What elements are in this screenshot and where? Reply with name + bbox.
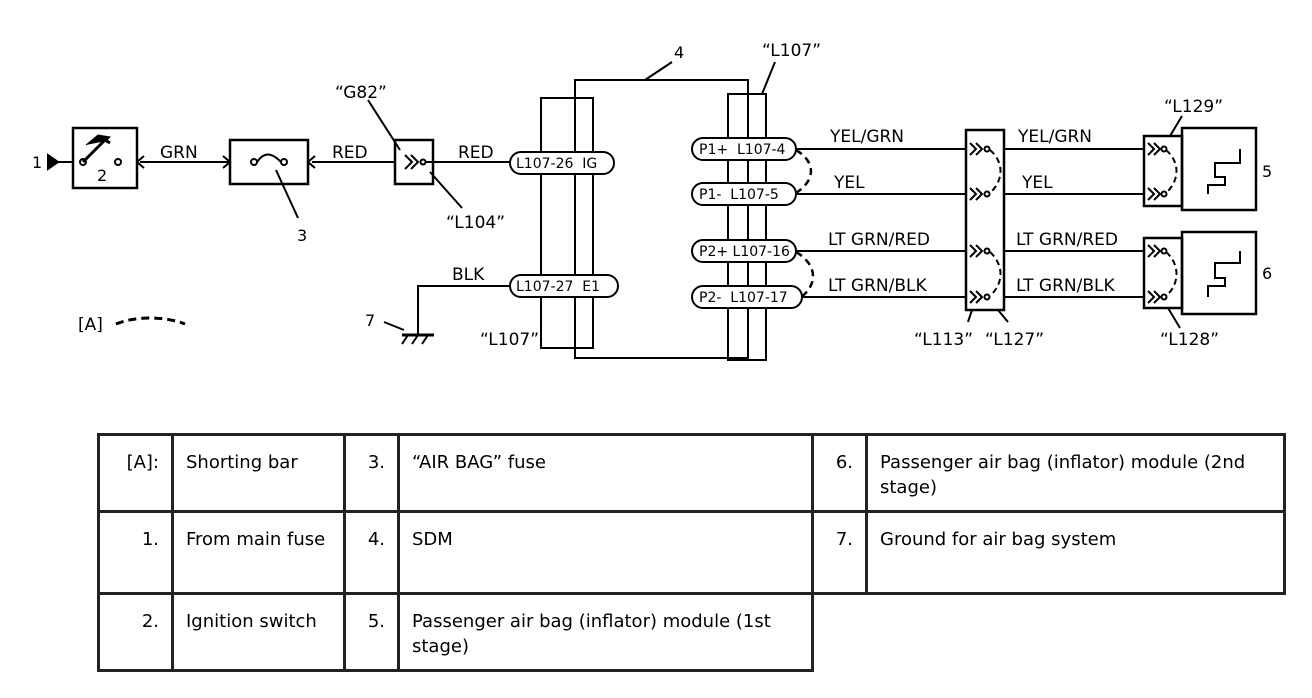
label-l128: “L128” [1160,330,1219,350]
label-l113: “L113” [914,330,973,350]
wire-yelgrn-2: YEL/GRN [1017,127,1092,147]
pin-p1plus-label: P1+ L107-4 [699,142,786,158]
legend-text: Shorting bar [171,433,346,513]
legend-text: Passenger air bag (inflator) module (1st… [397,592,814,672]
shorting-bar-key: [A] [78,315,103,335]
legend-key: 2. [97,592,174,672]
marker-6: 6 [1262,264,1272,283]
pin-p1minus-label: P1- L107-5 [699,187,779,203]
legend-key: 1. [97,510,174,595]
sdm-outline [574,79,749,359]
wire-red-2: RED [458,143,494,163]
wire-yel-1: YEL [833,173,865,193]
label-l107-bottom: “L107” [480,330,539,350]
wire-ltgrnblk-1: LT GRN/BLK [828,276,927,296]
module-2nd-stage [1180,230,1258,316]
marker-4: 4 [674,43,684,62]
marker-3: 3 [297,226,307,245]
legend-text: “AIR BAG” fuse [397,433,814,513]
wire-blk: BLK [452,265,485,285]
connector-l113-l127 [964,128,1006,312]
legend-key: 5. [343,592,400,672]
marker-7: 7 [365,311,375,330]
module-1st-stage [1180,126,1258,212]
pin-p2minus-label: P2- L107-17 [699,290,788,306]
legend-text: SDM [397,510,814,595]
label-g82: “G82” [335,83,387,103]
wire-yel-2: YEL [1021,173,1053,193]
wire-yelgrn-1: YEL/GRN [829,127,904,147]
legend-text: From main fuse [171,510,346,595]
legend-row: [A]: Shorting bar 3. “AIR BAG” fuse 6. P… [97,433,1286,513]
marker-1: 1 [32,153,42,172]
wire-red-1: RED [332,143,368,163]
label-l104: “L104” [446,213,505,233]
legend-key: 7. [811,510,868,595]
legend-text: Ground for air bag system [865,510,1286,595]
legend-row: 2. Ignition switch 5. Passenger air bag … [97,592,1285,672]
pin-ig-label: L107-26 IG [516,156,597,172]
label-l107-top: “L107” [762,41,821,61]
legend-empty-cell [867,594,1285,671]
legend-key: 6. [811,433,868,513]
legend-key: 3. [343,433,400,513]
wire-ltgrnred-1: LT GRN/RED [828,230,930,250]
ignition-switch [71,126,139,190]
pin-ig [509,151,615,175]
feed-arrow [47,153,60,171]
pin-e1-label: L107-27 E1 [516,279,600,295]
legend-text: Passenger air bag (inflator) module (2nd… [865,433,1286,513]
pin-p2plus-label: P2+ L107-16 [699,244,790,260]
legend-key: 4. [343,510,400,595]
legend-empty-cell [813,594,867,671]
legend-text: Ignition switch [171,592,346,672]
legend-key: [A]: [97,433,174,513]
wiring-diagram: 1 2 3 4 5 6 7 GRN RED RED BLK YEL/GRN YE… [32,41,1272,361]
wire-grn: GRN [160,143,198,163]
wire-ltgrnred-2: LT GRN/RED [1016,230,1118,250]
legend-row: 1. From main fuse 4. SDM 7. Ground for a… [97,510,1286,595]
marker-2: 2 [97,166,107,185]
shorting-bar-symbol [115,316,186,326]
air-bag-fuse [228,138,310,186]
marker-5: 5 [1262,162,1272,181]
label-l129: “L129” [1164,97,1223,117]
wire-ltgrnblk-2: LT GRN/BLK [1016,276,1115,296]
legend-table: [A]: Shorting bar 3. “AIR BAG” fuse 6. P… [97,433,1286,672]
label-l127: “L127” [985,330,1044,350]
